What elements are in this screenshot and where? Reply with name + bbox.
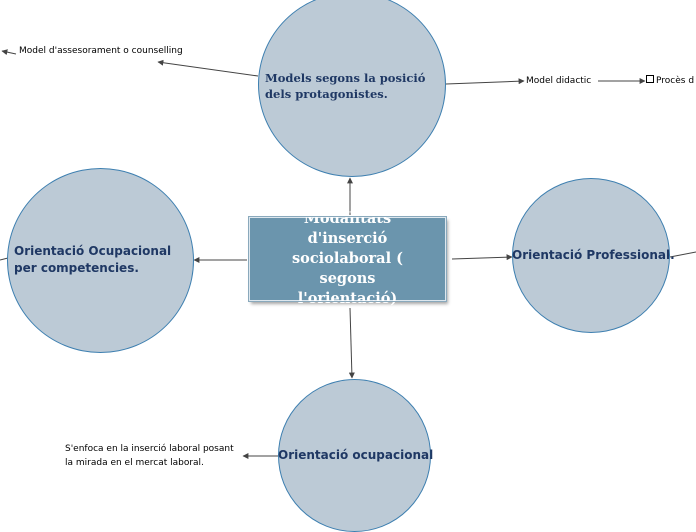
central-topic[interactable]: Modalitats d'inserció sociolaboral ( seg…	[248, 210, 447, 307]
leaf-enfoca-line1: S'enfoca en la inserció laboral posant	[65, 444, 234, 454]
node-top-label: Models segons la posició dels protagonis…	[265, 71, 426, 101]
central-topic-label: Modalitats d'inserció sociolaboral ( seg…	[291, 210, 403, 307]
leaf-enfoca[interactable]: S'enfoca en la inserció laboral posant l…	[65, 442, 234, 470]
edge-central-bottom	[348, 307, 355, 379]
node-left-label: Orientació Ocupacional per competencies.	[14, 244, 172, 275]
connector-layer	[0, 49, 696, 459]
leaf-enfoca-line2: la mirada en el mercat laboral.	[65, 458, 204, 468]
leaf-proces-label: Procès d	[656, 76, 695, 86]
node-right-label: Orientació Professional.	[512, 248, 675, 262]
node-right-circle[interactable]	[512, 178, 670, 333]
leaf-proces[interactable]: Procès d	[646, 74, 694, 88]
node-bottom-label: Orientació ocupacional	[278, 448, 434, 462]
edge-left-stub	[0, 257, 9, 261]
edge-central-right	[451, 254, 513, 261]
checkbox-square-icon	[646, 75, 654, 83]
leaf-counselling[interactable]: Model d'assesorament o counselling	[19, 46, 183, 56]
node-bottom-circle[interactable]	[278, 379, 431, 532]
edge-right-stub	[669, 251, 696, 258]
edge-top-didactic	[445, 78, 525, 85]
edge-top-counselling	[157, 59, 259, 77]
node-top-circle[interactable]	[258, 0, 446, 177]
edge-counselling-stub	[1, 49, 17, 56]
node-left-circle[interactable]	[7, 168, 194, 353]
leaf-didactic[interactable]: Model didactic	[526, 76, 592, 86]
